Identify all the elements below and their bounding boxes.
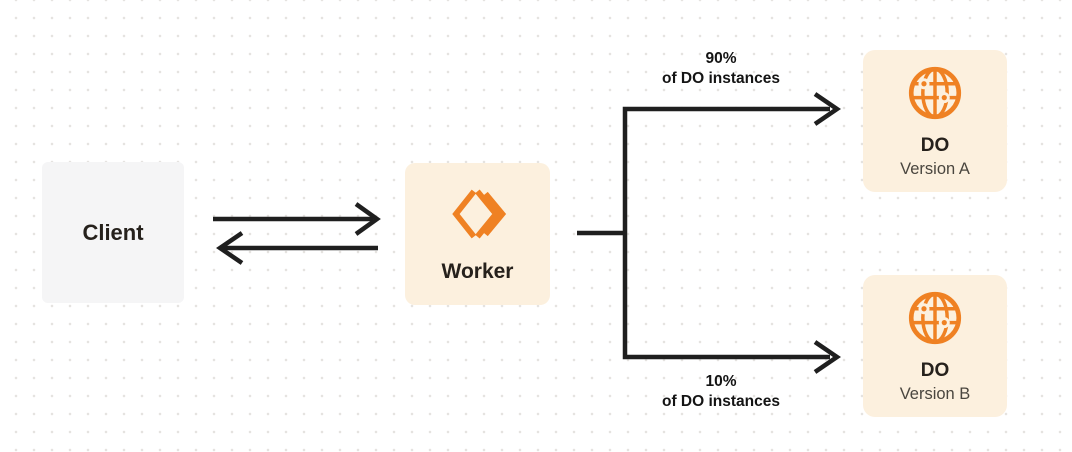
route-caption: of DO instances: [662, 393, 780, 410]
do-version-b-node: DO Version B: [863, 275, 1007, 417]
do-a-subtitle: Version A: [900, 159, 970, 178]
arrowhead-left-icon: [216, 231, 244, 265]
arrowhead-right-icon: [354, 202, 381, 236]
durable-object-globe-icon: [908, 291, 962, 345]
route-label-10-percent: 10% of DO instances: [662, 372, 780, 412]
worker-label: Worker: [441, 259, 514, 283]
do-b-title: DO: [920, 359, 950, 381]
workers-logo-icon: [451, 189, 506, 238]
do-b-subtitle: Version B: [899, 384, 971, 403]
branch-split-line: [622, 106, 830, 360]
arrowhead-do-a-icon: [813, 92, 841, 126]
worker-node: Worker: [405, 163, 550, 305]
client-label: Client: [82, 219, 144, 245]
durable-object-globe-icon: [908, 66, 962, 120]
client-node: Client: [42, 162, 184, 303]
do-a-title: DO: [920, 134, 950, 156]
arrowhead-do-b-icon: [813, 340, 841, 374]
route-percent: 10%: [705, 373, 737, 390]
route-caption: of DO instances: [662, 70, 780, 87]
route-label-90-percent: 90% of DO instances: [662, 49, 780, 89]
route-percent: 90%: [705, 50, 737, 67]
do-version-a-node: DO Version A: [863, 50, 1007, 192]
